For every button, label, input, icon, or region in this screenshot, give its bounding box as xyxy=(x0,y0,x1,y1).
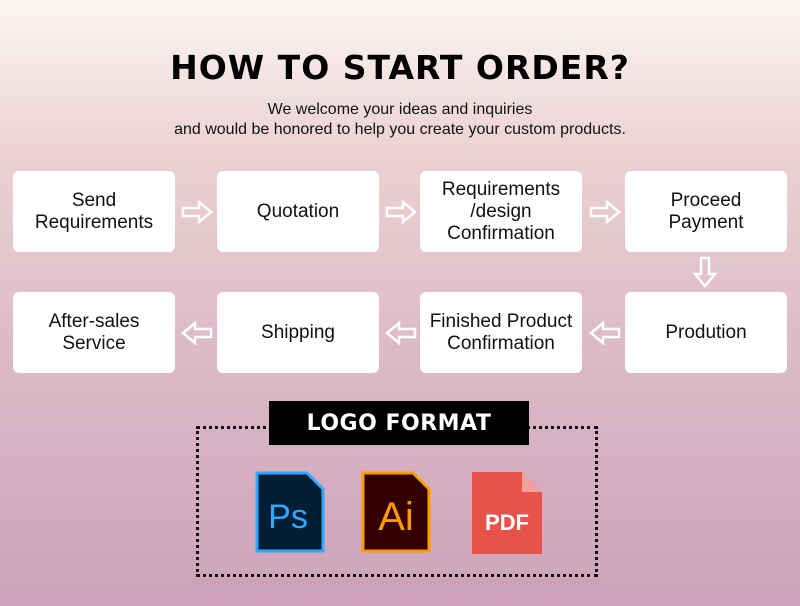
step-label: After-sales xyxy=(48,310,140,332)
step-label: Prodution xyxy=(665,321,747,343)
arrow-right-icon xyxy=(385,200,417,224)
step-label: Requirements xyxy=(441,178,561,200)
step-label: Proceed xyxy=(670,189,742,211)
step-label: Requirements xyxy=(34,211,154,233)
subtitle-line-1: We welcome your ideas and inquiries xyxy=(267,101,533,118)
step-label: Shipping xyxy=(261,321,335,343)
step-label: Finished Product xyxy=(429,310,573,332)
step-prodution: Prodution xyxy=(625,292,787,373)
step-requirements-design-confirmation: Requirements /design Confirmation xyxy=(420,171,582,252)
arrow-left-icon xyxy=(589,321,621,345)
step-label: Confirmation xyxy=(447,332,555,354)
arrow-right-icon xyxy=(181,200,213,224)
page-subtitle: We welcome your ideas and inquiries and … xyxy=(0,100,800,140)
logo-format-label: LOGO FORMAT xyxy=(269,401,529,445)
step-quotation: Quotation xyxy=(217,171,379,252)
step-proceed-payment: Proceed Payment xyxy=(625,171,787,252)
arrow-left-icon xyxy=(385,321,417,345)
step-finished-product-confirmation: Finished Product Confirmation xyxy=(420,292,582,373)
page-title: HOW TO START ORDER? xyxy=(170,48,630,87)
step-label: Send xyxy=(71,189,117,211)
step-label: /design xyxy=(470,200,532,222)
step-label: Payment xyxy=(668,211,744,233)
pdf-icon: PDF xyxy=(472,472,542,554)
photoshop-icon: Ps xyxy=(255,471,325,553)
step-label: Quotation xyxy=(256,200,340,222)
illustrator-icon-text: Ai xyxy=(378,495,414,539)
arrow-down-icon xyxy=(693,256,717,288)
subtitle-line-2: and would be honored to help you create … xyxy=(174,121,626,138)
arrow-left-icon xyxy=(181,321,213,345)
step-label: Service xyxy=(62,332,126,354)
step-after-sales-service: After-sales Service xyxy=(13,292,175,373)
step-send-requirements: Send Requirements xyxy=(13,171,175,252)
pdf-icon-text: PDF xyxy=(485,510,529,535)
step-label: Confirmation xyxy=(447,222,555,244)
step-shipping: Shipping xyxy=(217,292,379,373)
photoshop-icon-text: Ps xyxy=(268,498,308,536)
arrow-right-icon xyxy=(589,200,621,224)
illustrator-icon: Ai xyxy=(361,471,431,553)
